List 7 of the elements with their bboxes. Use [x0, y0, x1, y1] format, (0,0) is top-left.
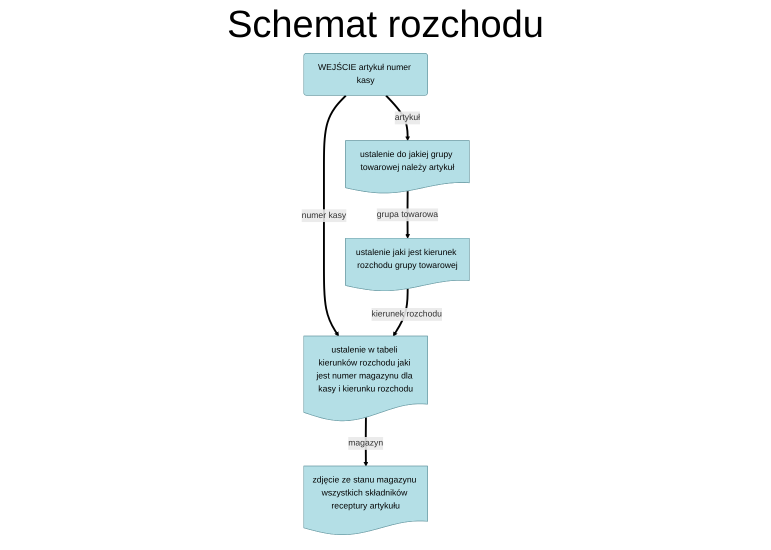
edge-label: artykuł	[394, 113, 420, 122]
edge-label: magazyn	[348, 438, 384, 448]
edge-label: grupa towarowa	[376, 210, 438, 220]
edge-label: numer kasy	[302, 210, 346, 220]
diagram-title: Schemat rozchodu	[226, 4, 545, 47]
edge-label: kierunek rozchodu	[372, 310, 442, 319]
arrow	[323, 94, 347, 336]
